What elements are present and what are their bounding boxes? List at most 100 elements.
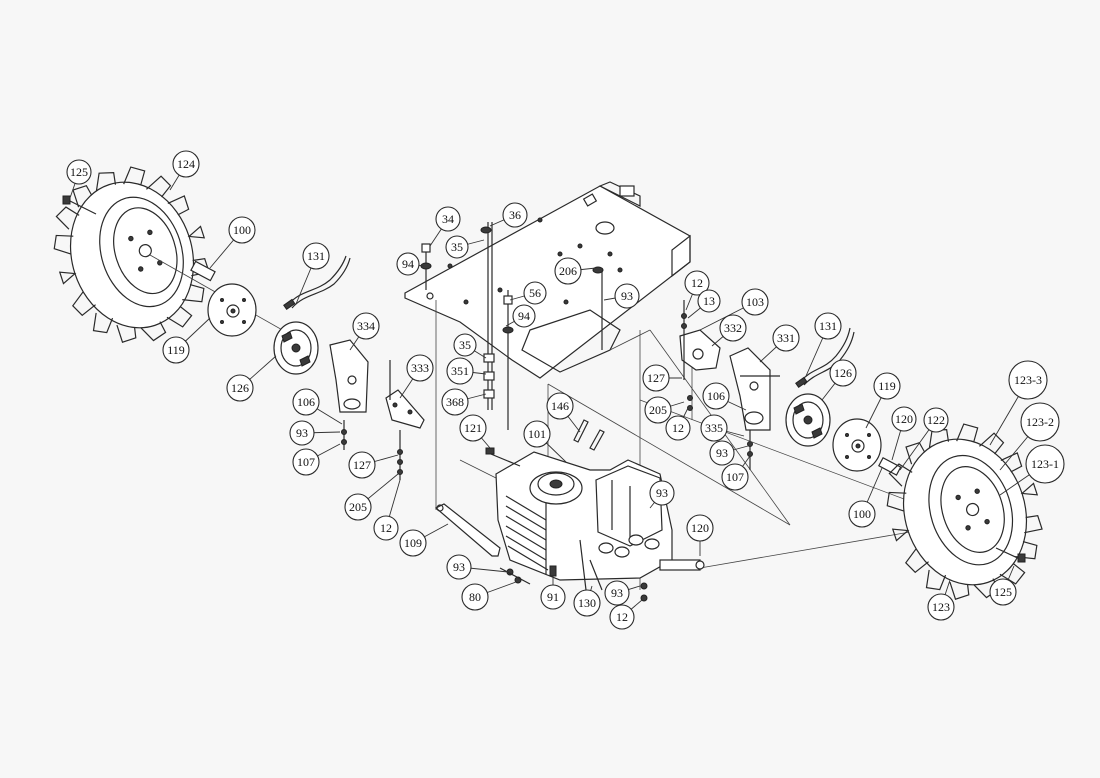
right-bracket-331: [729, 347, 780, 470]
callout-label: 205: [649, 403, 667, 417]
callout-circle: [445, 235, 469, 259]
callout-12: 12: [684, 270, 710, 311]
callout-label: 80: [469, 590, 481, 604]
callout-13: 13: [687, 289, 721, 319]
callout-circle: [686, 514, 714, 542]
left-brake-drum: [207, 283, 257, 337]
callout-label: 101: [528, 427, 546, 441]
callout-label: 93: [453, 560, 465, 574]
callout-119: 119: [162, 317, 211, 364]
right-brake-assembly: [785, 393, 831, 447]
callout-label: 351: [451, 364, 469, 378]
callout-label: 206: [559, 264, 577, 278]
callout-label: 131: [819, 319, 837, 333]
callout-label: 91: [547, 590, 559, 604]
left-wheel-tire: [53, 166, 210, 343]
callout-circle: [721, 463, 749, 491]
callout-circle: [573, 589, 601, 617]
callout-label: 100: [853, 507, 871, 521]
callout-label: 93: [621, 289, 633, 303]
callout-334: 334: [349, 312, 380, 351]
callout-label: 205: [349, 500, 367, 514]
callout-125: 125: [66, 159, 92, 199]
callout-label: 131: [307, 249, 325, 263]
callout-circle: [719, 314, 747, 342]
callout-label: 120: [691, 521, 709, 535]
callout-circle: [348, 451, 376, 479]
callout-circle: [684, 270, 710, 296]
callout-circle: [665, 415, 691, 441]
callout-351: 351: [446, 357, 487, 385]
callout-circle: [512, 304, 536, 328]
callout-130: 130: [573, 585, 601, 617]
callout-label: 123-3: [1014, 373, 1042, 387]
callout-94: 94: [505, 304, 536, 328]
callout-circle: [446, 357, 474, 385]
callout-circle: [891, 406, 917, 432]
callout-123-2: 123-2: [999, 402, 1060, 471]
link-arm: [434, 503, 648, 602]
callout-label: 34: [442, 212, 454, 226]
callout-label: 93: [611, 586, 623, 600]
callout-131: 131: [805, 312, 842, 377]
left-bracket-333: [385, 389, 425, 429]
right-bracket-332: [679, 300, 721, 411]
callout-circle: [814, 312, 842, 340]
callout-107: 107: [721, 455, 751, 491]
left-hardware-stack: [341, 360, 403, 480]
callout-circle: [1020, 402, 1060, 442]
callout-label: 119: [167, 343, 185, 357]
callout-circle: [927, 593, 955, 621]
callout-circle: [540, 584, 566, 610]
callout-12: 12: [609, 599, 643, 630]
callout-122: 122: [899, 407, 949, 471]
callout-circle: [642, 364, 670, 392]
callout-label: 335: [705, 421, 723, 435]
callout-56: 56: [509, 281, 547, 305]
callout-label: 119: [878, 379, 896, 393]
left-wheel-bolt: [62, 195, 97, 215]
callout-circle: [649, 480, 675, 506]
callout-126: 126: [226, 355, 277, 402]
callout-label: 106: [707, 389, 725, 403]
callout-label: 334: [357, 319, 375, 333]
callout-206: 206: [554, 257, 597, 285]
left-bracket-334: [329, 339, 369, 413]
callout-93: 93: [709, 440, 749, 466]
callout-label: 35: [459, 338, 471, 352]
transmission-unit: [485, 419, 705, 581]
callout-circle: [459, 414, 487, 442]
callout-label: 331: [777, 331, 795, 345]
callout-circle: [441, 388, 469, 416]
callout-circle: [848, 500, 876, 528]
callout-circle: [396, 252, 420, 276]
callout-12: 12: [373, 479, 401, 541]
callout-131: 131: [295, 242, 330, 305]
callout-label: 368: [446, 395, 464, 409]
callout-circle: [546, 392, 574, 420]
callout-123-1: 123-1: [999, 444, 1065, 496]
callout-100: 100: [848, 467, 883, 528]
callout-123-3: 123-3: [989, 360, 1048, 446]
callout-circle: [172, 150, 200, 178]
callout-circle: [554, 257, 582, 285]
callout-127: 127: [348, 451, 399, 479]
callout-circle: [302, 242, 330, 270]
callout-93: 93: [289, 420, 341, 446]
callout-100: 100: [209, 216, 256, 269]
right-wheel-bolt: [995, 547, 1026, 563]
callout-126: 126: [821, 359, 857, 401]
callout-205: 205: [644, 396, 685, 424]
frame-plate: [404, 181, 691, 379]
callout-circle: [162, 336, 190, 364]
callout-label: 94: [402, 257, 414, 271]
callout-circle: [604, 580, 630, 606]
callout-label: 127: [647, 371, 665, 385]
callout-label: 333: [411, 361, 429, 375]
callout-label: 106: [297, 395, 315, 409]
callout-label: 103: [746, 295, 764, 309]
callout-label: 126: [231, 381, 249, 395]
callout-101: 101: [523, 420, 567, 463]
callout-103: 103: [699, 288, 769, 331]
